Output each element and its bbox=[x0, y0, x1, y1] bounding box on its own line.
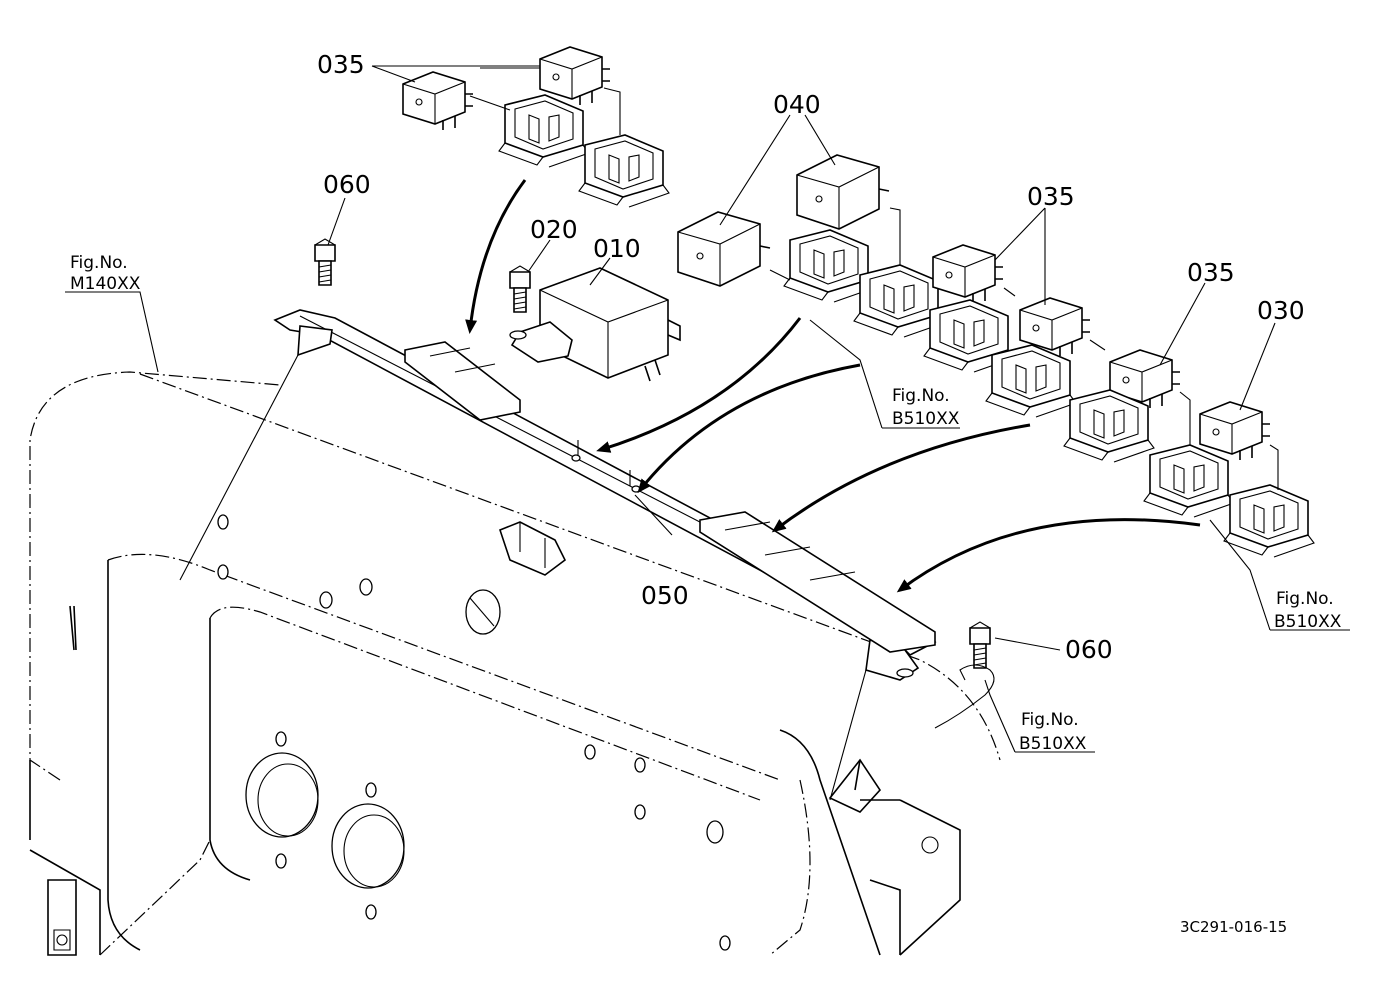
figref-b510-lower-number: B510XX bbox=[1019, 734, 1087, 754]
relay-group-040 bbox=[677, 154, 945, 338]
panel-holes bbox=[217, 514, 731, 951]
figref-b510-right-label: Fig.No. bbox=[1276, 589, 1334, 609]
assembly-arrows bbox=[465, 179, 1201, 593]
callout-020: 020 bbox=[530, 215, 578, 244]
figref-b510-center-number: B510XX bbox=[892, 409, 960, 429]
callout-035-upper: 035 bbox=[317, 50, 365, 79]
bolt-060-right bbox=[969, 621, 991, 669]
relay-group-030 bbox=[1143, 401, 1315, 558]
panel-body bbox=[29, 371, 1001, 956]
relay-group-035-right bbox=[923, 244, 1191, 463]
figref-b510-right-number: B510XX bbox=[1274, 612, 1342, 632]
callout-035-middle: 035 bbox=[1027, 182, 1075, 211]
bolt-060-left bbox=[314, 238, 336, 286]
callout-060-left: 060 bbox=[323, 170, 371, 199]
bracket-050 bbox=[273, 309, 937, 681]
callout-060-right: 060 bbox=[1065, 635, 1113, 664]
relay-group-upper-left bbox=[402, 46, 670, 208]
callout-030: 030 bbox=[1257, 296, 1305, 325]
ground-wire bbox=[934, 664, 995, 729]
callout-010: 010 bbox=[593, 234, 641, 263]
relay-010 bbox=[509, 267, 681, 382]
callout-040: 040 bbox=[773, 90, 821, 119]
callout-035-right: 035 bbox=[1187, 258, 1235, 287]
figref-b510-center-label: Fig.No. bbox=[892, 386, 950, 406]
leader-lines bbox=[65, 65, 1350, 801]
figref-m140-number: M140XX bbox=[70, 274, 141, 294]
figref-b510-lower-label: Fig.No. bbox=[1021, 710, 1079, 730]
figref-m140-label: Fig.No. bbox=[70, 253, 128, 273]
diagram-code: 3C291-016-15 bbox=[1180, 918, 1287, 936]
bolt-020 bbox=[509, 265, 531, 313]
callout-050: 050 bbox=[641, 581, 689, 610]
